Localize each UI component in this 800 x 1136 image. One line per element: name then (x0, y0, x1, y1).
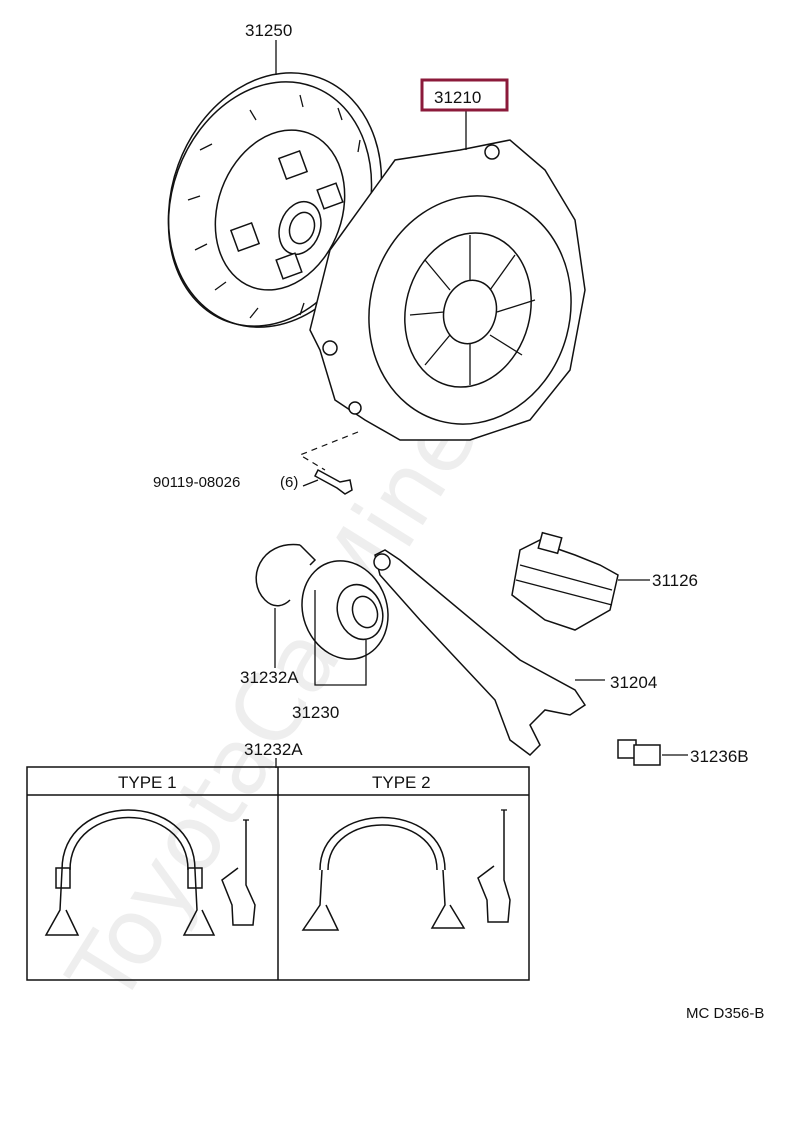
label-pivot: 31236B (690, 747, 749, 766)
type-2-header: TYPE 2 (372, 773, 431, 792)
label-clip: 31232A (240, 668, 299, 687)
label-clutch-cover: 31210 (434, 88, 481, 107)
type-table (26, 766, 530, 981)
label-release-fork: 31204 (610, 673, 657, 692)
type-2-clip-drawing (301, 809, 511, 931)
diagram-code: MC D356-B (686, 1005, 764, 1022)
leader-lines (274, 40, 650, 768)
bolt-drawing (298, 431, 359, 495)
pivot-drawing (617, 739, 688, 766)
highlight-box (420, 78, 509, 112)
label-clutch-disc: 31250 (245, 21, 292, 40)
type-1-clip-drawing (44, 809, 256, 936)
release-fork-drawing (373, 549, 587, 756)
release-bearing-drawing (255, 543, 389, 660)
label-clip-variants: 31232A (244, 740, 303, 759)
label-release-bearing: 31230 (292, 703, 339, 722)
label-boot: 31126 (652, 571, 698, 590)
label-bolt-qty: (6) (280, 474, 298, 491)
boot-drawing (511, 531, 619, 631)
type-1-header: TYPE 1 (118, 773, 177, 792)
clutch-cover-drawing (309, 110, 586, 441)
label-bolt: 90119-08026 (153, 474, 240, 491)
